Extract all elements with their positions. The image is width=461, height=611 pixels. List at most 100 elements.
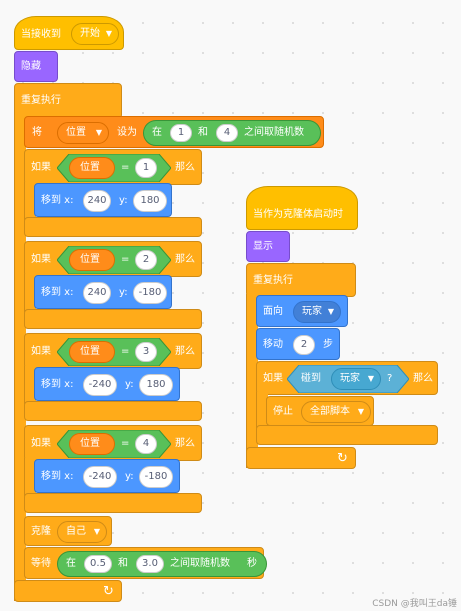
when-receive-hat-block[interactable]: 当接收到 开始▼ [14, 16, 124, 50]
clone-forever-bottom-arm: ↻ [246, 447, 356, 469]
x-input[interactable]: 240 [83, 190, 111, 212]
compare-value-input[interactable]: 3 [135, 342, 157, 362]
when-clone-start-label: 当作为克隆体启动时 [253, 209, 343, 220]
variable-reporter[interactable]: 位置 [69, 433, 115, 455]
goto-xy-block[interactable]: 移到 x: 240 y: -180 [34, 275, 172, 309]
if-block[interactable]: 如果 位置 = 4 那么 [24, 425, 202, 461]
y-input[interactable]: 180 [133, 190, 167, 212]
x-input[interactable]: -240 [83, 374, 117, 396]
equals-boolean[interactable]: 位置 = 1 [57, 154, 171, 182]
equals-boolean[interactable]: 位置 = 4 [57, 430, 171, 458]
wait-and-label: 和 [118, 558, 128, 569]
stop-block[interactable]: 停止 全部脚本▼ [266, 396, 374, 426]
x-input[interactable]: -240 [83, 466, 117, 488]
watermark: CSDN @我叫王da锤 [372, 599, 457, 609]
chevron-down-icon: ▼ [357, 407, 364, 416]
compare-value-input[interactable]: 1 [135, 158, 157, 178]
random-from-input[interactable]: 1 [170, 124, 192, 142]
set-label: 将 [32, 127, 42, 138]
if-label: 如果 [263, 373, 283, 384]
touching-target-dropdown[interactable]: 玩家▼ [331, 368, 381, 390]
compare-value-input[interactable]: 2 [135, 250, 157, 270]
goto-label: 移到 x: [41, 195, 74, 206]
if-left-arm [24, 274, 36, 312]
show-label: 显示 [253, 241, 273, 252]
y-input[interactable]: 180 [139, 374, 173, 396]
wait-block[interactable]: 等待 在 0.5 和 3.0 之间取随机数 秒 [24, 547, 267, 579]
variable-dropdown[interactable]: 位置▼ [57, 122, 109, 144]
random-in-label: 在 [152, 127, 162, 138]
if-block[interactable]: 如果 位置 = 1 那么 [24, 149, 202, 185]
wait-label: 等待 [31, 558, 51, 569]
wait-suffix-label: 之间取随机数 [170, 558, 230, 569]
wait-random-reporter[interactable]: 在 0.5 和 3.0 之间取随机数 [57, 551, 267, 577]
clone-forever-block[interactable]: 重复执行 [246, 263, 356, 297]
if-bottom-arm [24, 401, 202, 421]
goto-xy-block[interactable]: 移到 x: -240 y: -180 [34, 459, 180, 493]
if-block[interactable]: 如果 位置 = 2 那么 [24, 241, 202, 277]
then-label: 那么 [175, 438, 195, 449]
y-input[interactable]: -180 [139, 466, 173, 488]
compare-value-input[interactable]: 4 [135, 434, 157, 454]
if-bottom-arm [24, 493, 202, 513]
if-touching-block[interactable]: 如果 碰到 玩家▼ ? 那么 [256, 361, 438, 395]
then-label: 那么 [175, 254, 195, 265]
if-label: 如果 [31, 254, 51, 265]
variable-reporter[interactable]: 位置 [69, 341, 115, 363]
if-bottom-arm [24, 309, 202, 329]
if-bottom-arm [24, 217, 202, 237]
x-input[interactable]: 240 [83, 282, 111, 304]
equals-label: = [121, 162, 130, 173]
then-label: 那么 [175, 346, 195, 357]
random-suffix-label: 之间取随机数 [244, 127, 304, 138]
y-label: y: [119, 287, 128, 298]
variable-reporter[interactable]: 位置 [69, 157, 115, 179]
to-label: 设为 [117, 127, 137, 138]
wait-to-input[interactable]: 3.0 [136, 555, 164, 573]
chevron-down-icon: ▼ [327, 307, 334, 316]
touching-boolean[interactable]: 碰到 玩家▼ ? [287, 365, 409, 393]
if-block[interactable]: 如果 位置 = 3 那么 [24, 333, 202, 369]
move-steps-block[interactable]: 移动 2 步 [256, 328, 340, 360]
wait-in-label: 在 [66, 558, 76, 569]
y-input[interactable]: -180 [133, 282, 167, 304]
if-left-arm [24, 182, 36, 220]
wait-unit-label: 秒 [247, 558, 257, 569]
then-label: 那么 [175, 162, 195, 173]
when-receive-label: 当接收到 [21, 29, 61, 40]
if-touching-left-arm [256, 392, 268, 428]
if-label: 如果 [31, 438, 51, 449]
point-target-dropdown[interactable]: 玩家▼ [293, 301, 341, 323]
goto-xy-block[interactable]: 移到 x: -240 y: 180 [34, 367, 180, 401]
loop-arrow-icon: ↻ [103, 584, 114, 599]
message-dropdown[interactable]: 开始▼ [71, 23, 119, 45]
variable-reporter[interactable]: 位置 [69, 249, 115, 271]
show-block[interactable]: 显示 [246, 231, 290, 262]
clone-label: 克隆 [31, 526, 51, 537]
stop-option-dropdown[interactable]: 全部脚本▼ [301, 401, 371, 423]
chevron-down-icon: ▼ [93, 527, 100, 536]
random-reporter[interactable]: 在 1 和 4 之间取随机数 [143, 120, 321, 146]
y-label: y: [125, 379, 134, 390]
point-towards-label: 面向 [263, 306, 283, 317]
wait-from-input[interactable]: 0.5 [84, 555, 112, 573]
hide-label: 隐藏 [21, 61, 41, 72]
forever-label: 重复执行 [21, 95, 61, 106]
question-mark-label: ? [387, 373, 393, 384]
equals-boolean[interactable]: 位置 = 2 [57, 246, 171, 274]
forever-block[interactable]: 重复执行 [14, 83, 122, 119]
create-clone-block[interactable]: 克隆 自己▼ [24, 516, 112, 546]
goto-xy-block[interactable]: 移到 x: 240 y: 180 [34, 183, 172, 217]
set-variable-block[interactable]: 将 位置▼ 设为 在 1 和 4 之间取随机数 [24, 116, 324, 148]
then-label: 那么 [413, 373, 433, 384]
touching-label: 碰到 [301, 373, 321, 384]
hide-block[interactable]: 隐藏 [14, 51, 58, 82]
equals-boolean[interactable]: 位置 = 3 [57, 338, 171, 366]
clone-target-dropdown[interactable]: 自己▼ [57, 521, 107, 543]
point-towards-block[interactable]: 面向 玩家▼ [256, 295, 348, 327]
random-to-input[interactable]: 4 [216, 124, 238, 142]
move-steps-input[interactable]: 2 [293, 335, 315, 355]
when-clone-start-hat-block[interactable]: 当作为克隆体启动时 [246, 186, 358, 230]
equals-label: = [121, 438, 130, 449]
random-and-label: 和 [198, 127, 208, 138]
